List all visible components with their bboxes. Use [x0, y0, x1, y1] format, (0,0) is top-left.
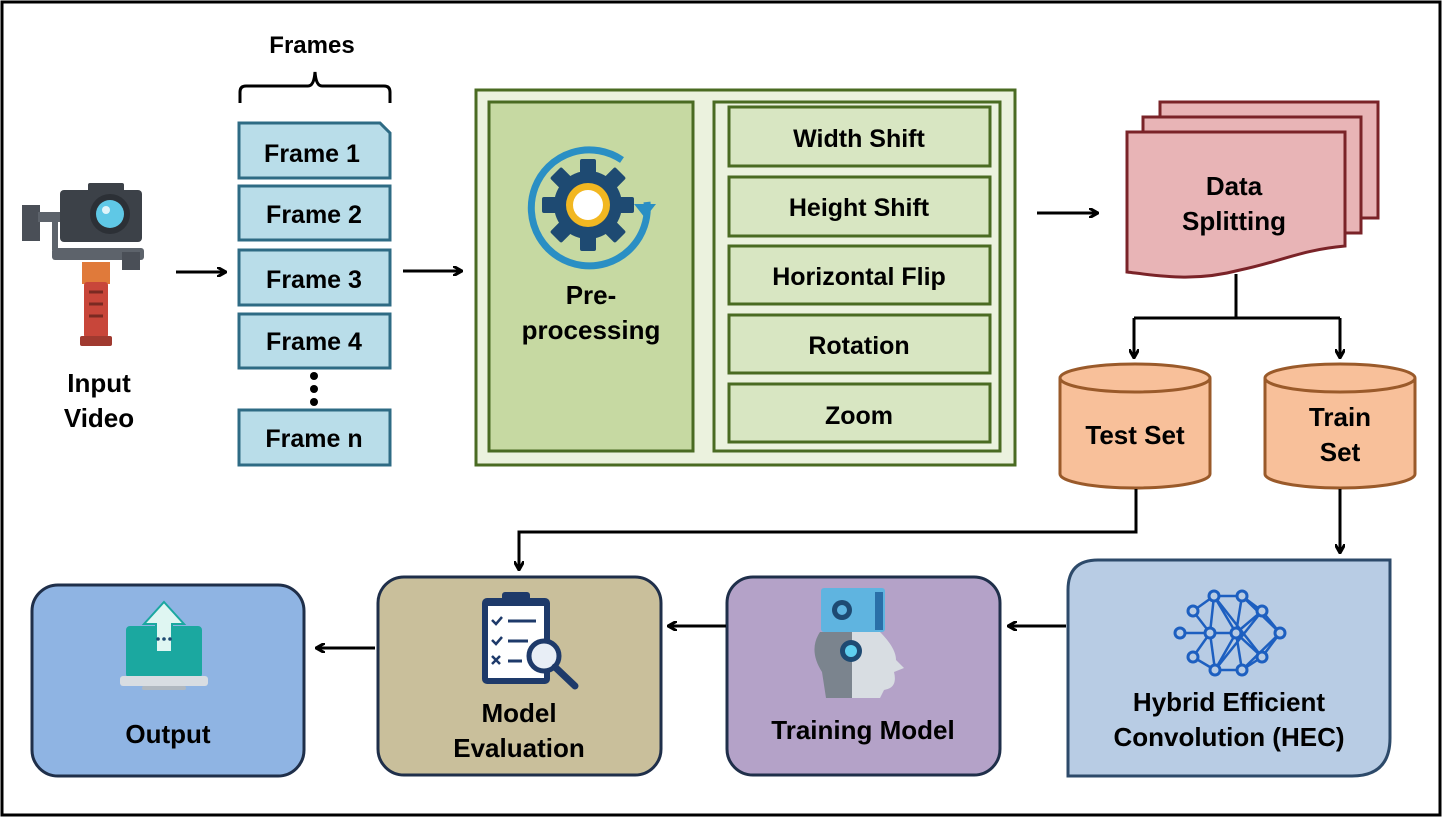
frame-label-3: Frame 3: [266, 266, 362, 294]
frame-box-1: Frame 1: [237, 121, 392, 180]
frame-box-4: Frame 4: [237, 312, 392, 370]
frames-ellipsis: [310, 372, 318, 406]
data-splitting-label-line1: Data: [1206, 171, 1263, 201]
video-camera-icon: [22, 183, 144, 346]
augmentation-horizontal-flip: Horizontal Flip: [727, 244, 992, 306]
frame-label-2: Frame 2: [266, 201, 362, 229]
train-set-label-line2: Set: [1320, 437, 1361, 467]
preprocessing-label-line1: Pre-: [566, 280, 617, 310]
arrow-test-to-evaluation: [519, 489, 1138, 568]
frame-box-2: Frame 2: [237, 184, 392, 242]
augmentation-label: Width Shift: [793, 125, 925, 153]
preprocessing-panel: [487, 100, 695, 453]
test-set-label: Test Set: [1085, 420, 1185, 450]
hec-block: Hybrid Efficient Convolution (HEC): [1066, 558, 1392, 778]
input-label-line1: Input: [67, 368, 131, 398]
training-model-label: Training Model: [771, 715, 954, 745]
frame-label-n: Frame n: [265, 425, 362, 453]
network-nodes: [1173, 589, 1287, 677]
frame-box-3: Frame 3: [237, 248, 392, 307]
hec-label-line2: Convolution (HEC): [1113, 722, 1344, 752]
splitting-connectors: [1134, 274, 1340, 356]
frame-box-n: Frame n: [237, 408, 392, 467]
augmentation-zoom: Zoom: [727, 382, 992, 444]
train-set-label-line1: Train: [1309, 402, 1371, 432]
preprocessing-label-line2: processing: [522, 315, 661, 345]
model-evaluation-block: Model Evaluation: [376, 575, 663, 777]
data-splitting-label-line2: Splitting: [1182, 206, 1286, 236]
augmentation-label: Zoom: [825, 402, 893, 430]
training-model-block: Training Model: [725, 575, 1002, 777]
augmentation-rotation: Rotation: [727, 313, 992, 375]
model-evaluation-label-line2: Evaluation: [453, 733, 584, 763]
augmentation-label: Height Shift: [789, 194, 930, 222]
augmentation-height-shift: Height Shift: [727, 175, 992, 238]
train-set-cylinder: Train Set: [1263, 362, 1417, 490]
clipboard-search-icon: [482, 592, 579, 690]
data-splitting-block: Data Splitting: [1125, 100, 1380, 279]
output-label: Output: [125, 719, 211, 749]
hec-label-line1: Hybrid Efficient: [1133, 687, 1325, 717]
augmentation-width-shift: Width Shift: [727, 105, 992, 168]
augmentation-label: Horizontal Flip: [772, 263, 946, 291]
model-evaluation-label-line1: Model: [481, 698, 556, 728]
frame-label-1: Frame 1: [264, 140, 360, 168]
laptop-upload-icon: [120, 600, 208, 690]
input-label-line2: Video: [64, 403, 134, 433]
frames-brace: [238, 71, 392, 103]
test-set-cylinder: Test Set: [1058, 362, 1212, 490]
augmentation-label: Rotation: [808, 332, 909, 360]
gear-cycle-icon: [527, 146, 656, 270]
output-block: Output: [30, 583, 306, 778]
frame-label-4: Frame 4: [266, 328, 362, 356]
ai-head-icon: [814, 588, 904, 698]
frames-heading: Frames: [269, 32, 354, 59]
